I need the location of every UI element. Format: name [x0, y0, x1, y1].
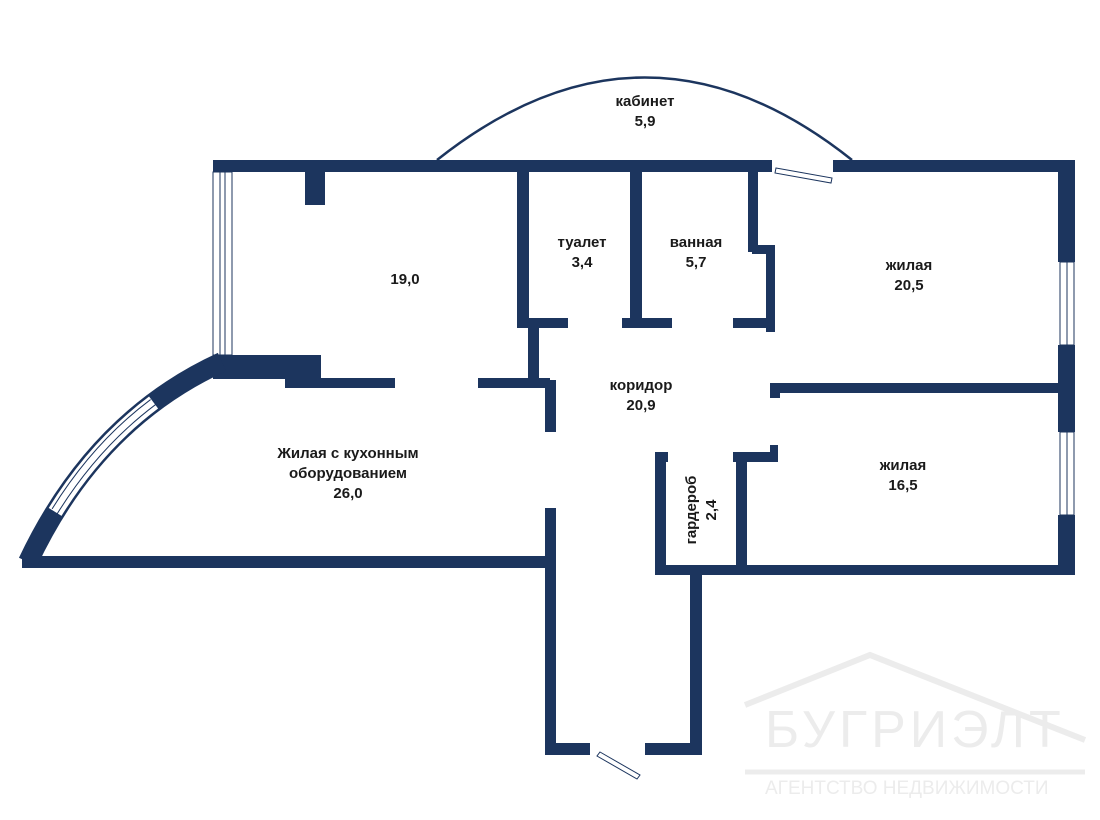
wall — [213, 355, 321, 379]
wall — [770, 383, 1060, 393]
wall — [655, 452, 666, 575]
wall — [770, 445, 778, 462]
window — [212, 171, 233, 356]
pillar — [305, 172, 325, 205]
wall — [285, 378, 395, 388]
wall — [645, 743, 702, 755]
wall — [478, 378, 550, 388]
watermark-tagline: АГЕНТСТВО НЕДВИЖИМОСТИ — [765, 778, 1049, 799]
wall — [733, 452, 778, 462]
wall — [517, 318, 568, 328]
room-label-19: 19,0 — [390, 271, 420, 288]
wall — [22, 556, 556, 568]
wall — [622, 318, 672, 328]
door — [596, 167, 833, 780]
wall — [213, 160, 772, 172]
wall — [655, 565, 1075, 575]
wall — [752, 245, 775, 254]
wall — [1058, 515, 1075, 575]
wall — [545, 508, 556, 755]
balcony-arc — [436, 76, 853, 161]
wall — [766, 245, 775, 332]
wall — [545, 380, 556, 432]
wall — [1058, 345, 1075, 432]
wall — [770, 383, 780, 398]
curved-window — [21, 355, 226, 566]
window — [1059, 261, 1075, 516]
curved-wall — [18, 352, 227, 567]
wall — [630, 172, 642, 322]
walls — [22, 160, 1075, 755]
wall — [736, 458, 747, 568]
wall — [833, 160, 1075, 172]
wall — [528, 325, 539, 385]
wall — [1058, 160, 1075, 262]
wall — [733, 318, 775, 328]
wall — [690, 570, 702, 755]
wall — [517, 172, 529, 328]
wall — [545, 743, 590, 755]
watermark-brand: БУГРИЭЛТ — [765, 701, 1065, 759]
wall — [748, 172, 758, 252]
